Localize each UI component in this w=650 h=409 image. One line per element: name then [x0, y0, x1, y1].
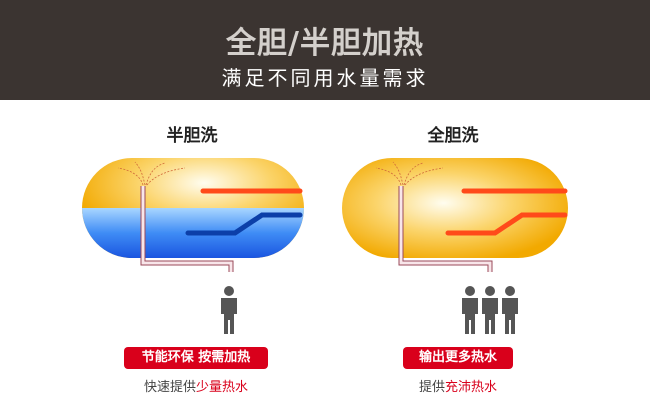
hot-water-pipe: [399, 186, 492, 272]
caption-prefix: 提供: [418, 380, 445, 395]
full-tank-caption: 提供充沛热水: [403, 376, 513, 395]
half-tank: [82, 158, 304, 258]
hot-water-pipe: [141, 186, 233, 272]
caption-prefix: 快速提供: [143, 380, 196, 395]
half-tank-title: 半胆洗: [166, 126, 218, 146]
caption-highlight: 少量热水: [196, 380, 249, 395]
people-group-icon: [462, 286, 518, 334]
page-subtitle: 满足不同用水量需求: [221, 66, 429, 90]
full-tank-badge: 输出更多热水: [403, 347, 513, 369]
heating-element-lower: [445, 212, 568, 236]
half-tank-badge: 节能环保 按需加热: [124, 347, 268, 369]
half-tank-caption: 快速提供少量热水: [124, 376, 268, 395]
caption-highlight: 充沛热水: [445, 380, 498, 395]
header-banner: 全胆/半胆加热 满足不同用水量需求: [0, 0, 650, 100]
heating-element-lower: [185, 212, 303, 236]
page-title: 全胆/半胆加热: [226, 26, 424, 61]
full-tank-title: 全胆洗: [427, 126, 479, 146]
full-tank: [342, 158, 568, 258]
person-icon: [221, 286, 237, 334]
